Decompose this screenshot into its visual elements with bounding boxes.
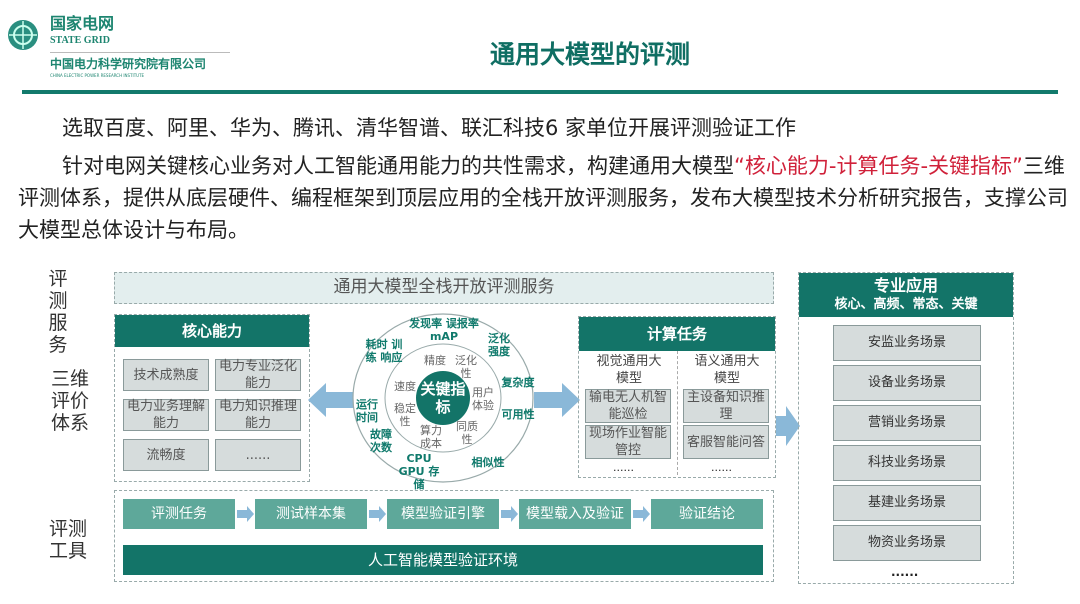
logo-institute: 中国电力科学研究院有限公司 xyxy=(50,57,207,71)
inner-metric: 用户体验 xyxy=(472,386,494,412)
tool-step: 模型载入及验证 xyxy=(519,499,631,529)
outer-metric: CPU GPU 存储 xyxy=(398,452,440,491)
compute-task-panel: 计算任务 视觉通用大模型 语义通用大模型 输电无人机智能巡检 现场作业智能管控 … xyxy=(578,316,776,478)
tasks-more: ...... xyxy=(613,461,634,474)
core-item: 技术成熟度 xyxy=(123,359,209,391)
core-ability-panel: 核心能力 技术成熟度 电力专业泛化能力 电力业务理解能力 电力知识推理能力 流畅… xyxy=(114,314,310,482)
outer-metric: 可用性 xyxy=(501,408,535,421)
vision-model-head: 视觉通用大模型 xyxy=(596,354,662,386)
semantic-model-head: 语义通用大模型 xyxy=(694,354,760,386)
core-item: 电力专业泛化能力 xyxy=(215,359,301,391)
app-scene: 安监业务场景 xyxy=(833,325,981,361)
key-indicator-wheel: 关键指标 精度 泛化性 用户体验 同质性 算力成本 稳定性 速度 耗时 训练 响… xyxy=(350,312,536,491)
inner-metric: 速度 xyxy=(394,380,416,393)
outer-metric: 发现率 误报率 mAP xyxy=(409,317,479,343)
tool-step: 评测任务 xyxy=(123,499,235,529)
para2-highlight: “核心能力-计算任务-关键指标” xyxy=(734,154,1023,178)
state-grid-logo-icon xyxy=(8,20,38,50)
right-arrow-icon xyxy=(534,383,580,417)
para2-text-2: 三维评测体系，提供从底层硬件、编程框架到顶层应用的全栈开放评测服务，发布大模型技… xyxy=(18,154,1068,242)
core-item: 电力知识推理能力 xyxy=(215,399,301,431)
app-scene: 物资业务场景 xyxy=(833,525,981,561)
app-scene: 设备业务场景 xyxy=(833,365,981,401)
apps-subtitle: 核心、高频、常态、关键 xyxy=(834,297,978,312)
paragraph-2: 针对电网关键核心业务对人工智能通用能力的共性需求，构建通用大模型“核心能力-计算… xyxy=(18,150,1068,246)
inner-metric: 稳定性 xyxy=(394,402,416,428)
page-title: 通用大模型的评测 xyxy=(490,40,691,69)
app-scene: 营销业务场景 xyxy=(833,405,981,441)
task-item: 现场作业智能管控 xyxy=(585,425,671,459)
outer-metric: 泛化强度 xyxy=(488,332,510,358)
apps-title: 专业应用 xyxy=(873,276,938,295)
logo-divider xyxy=(50,52,230,53)
core-item: ...... xyxy=(215,439,301,471)
outer-metric: 相似性 xyxy=(471,456,505,469)
outer-metric: 耗时 训练 响应 xyxy=(365,338,403,364)
tool-step: 验证结论 xyxy=(651,499,763,529)
right-arrow-icon xyxy=(776,406,800,446)
tasks-divider xyxy=(677,351,678,475)
inner-metric: 算力成本 xyxy=(420,424,442,450)
logo-cn: 国家电网 xyxy=(50,14,115,33)
app-scene: 基建业务场景 xyxy=(833,485,981,521)
tasks-more: ...... xyxy=(711,461,732,474)
validation-environment: 人工智能模型验证环境 xyxy=(123,545,763,575)
outer-metric: 复杂度 xyxy=(501,376,535,389)
core-item: 电力业务理解能力 xyxy=(123,399,209,431)
core-title: 核心能力 xyxy=(115,315,309,347)
para2-text: 针对电网关键核心业务对人工智能通用能力的共性需求，构建通用大模型 xyxy=(62,154,734,178)
task-item: 输电无人机智能巡检 xyxy=(585,389,671,423)
tools-panel: 评测任务 测试样本集 模型验证引擎 模型载入及验证 验证结论 人工智能模型验证环… xyxy=(114,490,774,582)
professional-apps-panel: 专业应用 核心、高频、常态、关键 安监业务场景 设备业务场景 营销业务场景 科技… xyxy=(798,272,1014,584)
tool-step: 测试样本集 xyxy=(255,499,367,529)
paragraph-1: 选取百度、阿里、华为、腾讯、清华智谱、联汇科技6 家单位开展评测验证工作 xyxy=(62,116,797,140)
task-item: 客服智能问答 xyxy=(683,425,769,459)
tool-step: 模型验证引擎 xyxy=(387,499,499,529)
left-arrow-icon xyxy=(308,383,354,417)
inner-metric: 精度 xyxy=(424,354,446,367)
inner-metric: 泛化性 xyxy=(455,354,477,380)
center-label: 关键指标 xyxy=(420,380,466,416)
outer-metric: 故障次数 xyxy=(370,428,392,454)
apps-header: 专业应用 核心、高频、常态、关键 xyxy=(799,273,1013,317)
apps-more: ...... xyxy=(891,565,919,579)
step-arrows-icon xyxy=(237,506,650,522)
title-divider xyxy=(22,90,1058,94)
logo-en: STATE GRID xyxy=(50,35,110,46)
outer-metric: 运行时间 xyxy=(356,398,378,424)
core-item: 流畅度 xyxy=(123,439,209,471)
inner-metric: 同质性 xyxy=(456,420,478,446)
side-label-eval: 三维评价体系 xyxy=(50,368,89,434)
side-label-service: 评测服务 xyxy=(48,268,68,356)
logo-institute-en: CHINA ELECTRIC POWER RESEARCH INSTITUTE xyxy=(50,73,145,78)
side-label-tools: 评测工具 xyxy=(48,518,87,562)
tasks-title: 计算任务 xyxy=(579,317,775,351)
task-item: 主设备知识推理 xyxy=(683,389,769,423)
service-banner: 通用大模型全栈开放评测服务 xyxy=(114,272,774,304)
app-scene: 科技业务场景 xyxy=(833,445,981,481)
